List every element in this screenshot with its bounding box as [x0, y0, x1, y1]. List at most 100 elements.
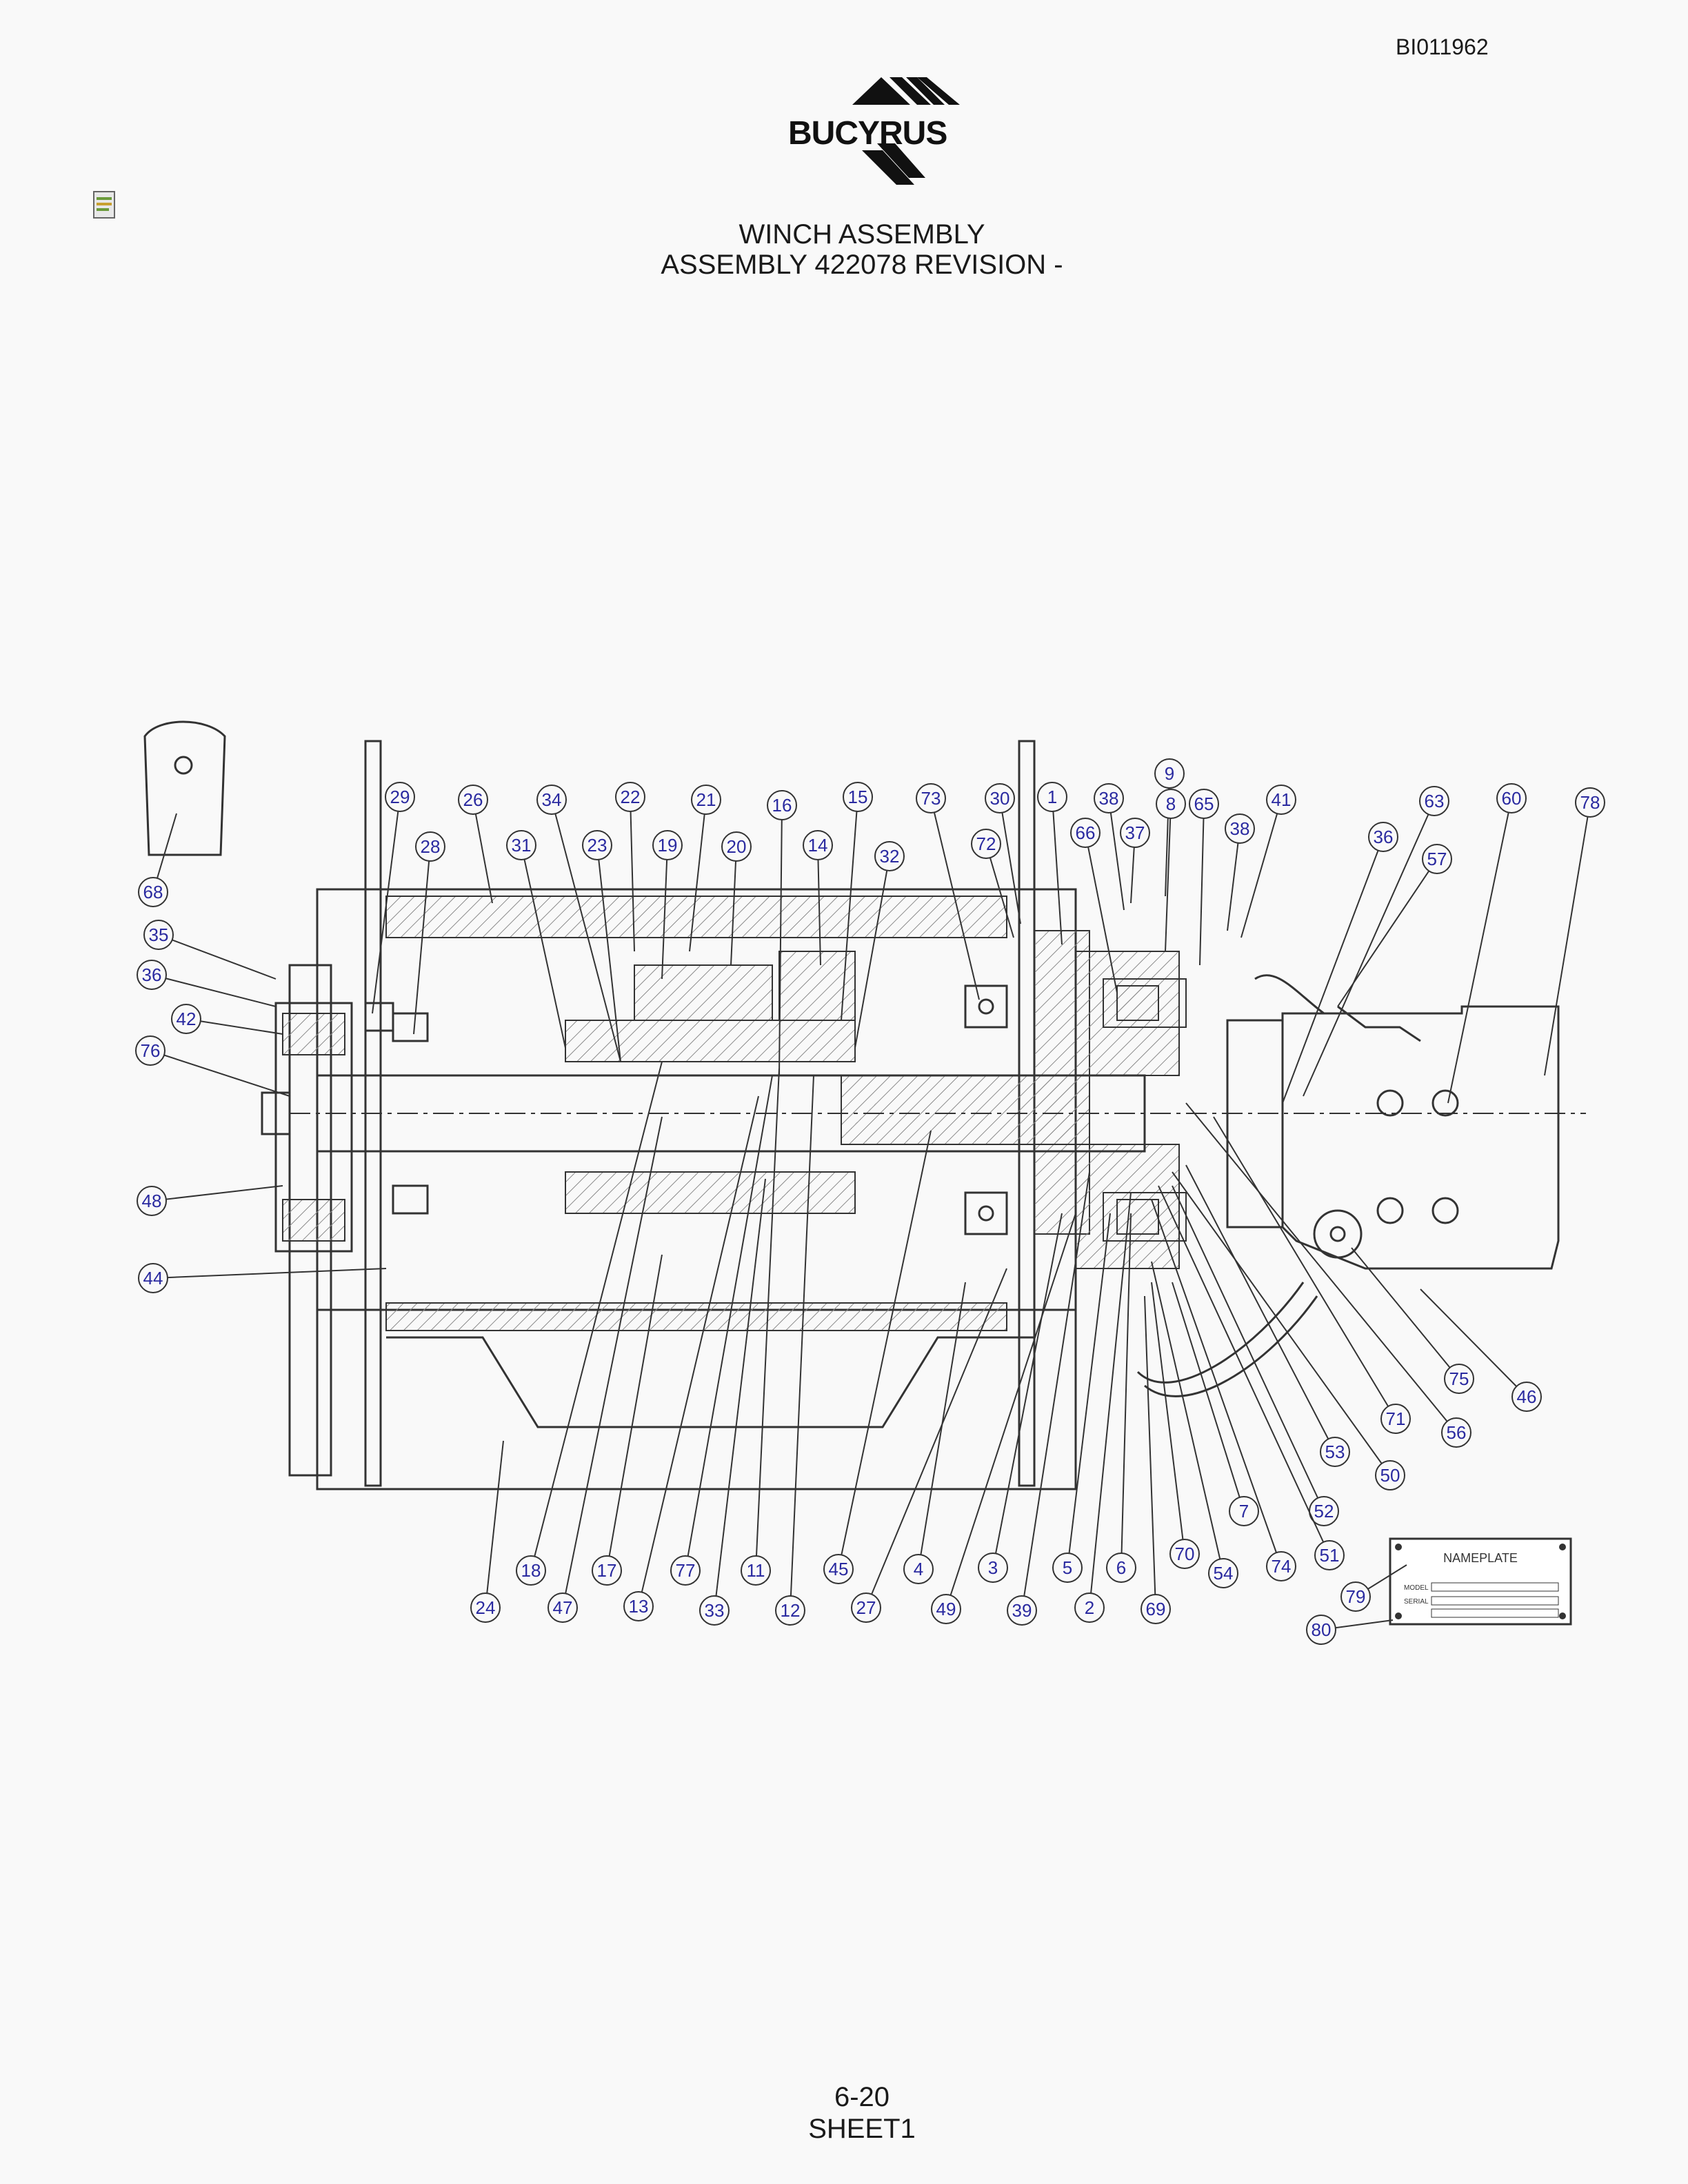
callout-leader [1151, 1261, 1224, 1574]
callout-balloon [803, 830, 833, 860]
callout-number: 24 [476, 1597, 496, 1618]
callout-number: 11 [747, 1560, 765, 1581]
document-icon[interactable] [91, 190, 119, 221]
callout-balloon [1306, 1615, 1336, 1645]
callout-leader [714, 1178, 766, 1611]
callout-leader [1172, 1171, 1391, 1476]
callout-leader [638, 1095, 759, 1607]
callout-number: 15 [848, 787, 868, 807]
callout-leader [1185, 1164, 1336, 1453]
callout-number: 2 [1085, 1597, 1094, 1618]
callout-number: 29 [390, 787, 410, 807]
callout-number: 23 [587, 835, 607, 856]
lifting-lug [143, 720, 226, 856]
nameplate: NAMEPLATE MODEL SERIAL [1389, 1537, 1572, 1626]
callout-number: 1 [1047, 787, 1057, 807]
callout-number: 33 [705, 1600, 725, 1621]
callout-balloon [1422, 844, 1452, 874]
callout-balloon [1156, 789, 1186, 819]
callout-number: 7 [1239, 1501, 1249, 1521]
nameplate-row2: SERIAL [1404, 1598, 1429, 1606]
callout-number: 46 [1517, 1386, 1537, 1407]
callout-leader [185, 1018, 283, 1035]
callout-number: 70 [1175, 1544, 1195, 1564]
callout-number: 6 [1116, 1557, 1126, 1578]
callout-number: 72 [976, 833, 996, 854]
callout-number: 69 [1146, 1599, 1166, 1619]
callout-leader [1213, 1116, 1396, 1419]
callout-number: 39 [1012, 1600, 1032, 1621]
callout-leader [1420, 1288, 1527, 1397]
callout-balloon [1120, 818, 1150, 848]
callout-leader [1199, 803, 1205, 966]
callout-number: 13 [629, 1596, 649, 1617]
callout-leader [1172, 1185, 1325, 1512]
callout-leader [372, 796, 401, 1014]
callout-number: 20 [727, 836, 747, 857]
callout-leader [1337, 858, 1438, 1007]
callout-balloon [1444, 1364, 1474, 1394]
callout-number: 34 [542, 789, 562, 810]
callout-number: 53 [1325, 1442, 1345, 1462]
callout-leader [1351, 1247, 1460, 1379]
drawing-title: WINCH ASSEMBLY [738, 219, 985, 250]
callout-number: 18 [521, 1560, 541, 1581]
callout-number: 52 [1314, 1501, 1334, 1521]
callout-number: 56 [1447, 1422, 1467, 1443]
callout-leader [1185, 1102, 1457, 1433]
hydraulic-motor [1226, 974, 1560, 1270]
callout-leader [685, 1075, 773, 1571]
callout-balloon [1169, 1539, 1200, 1569]
callout-number: 16 [772, 795, 792, 816]
callout-balloon [767, 790, 797, 820]
callout-number: 12 [781, 1600, 801, 1621]
callout-number: 42 [177, 1009, 197, 1029]
callout-leader [1447, 798, 1512, 1104]
callout-leader [1108, 798, 1125, 911]
callout-leader [521, 845, 566, 1049]
callout-balloon [1441, 1417, 1471, 1448]
callout-balloon [1375, 1460, 1405, 1490]
callout-number: 37 [1125, 822, 1145, 843]
callout-balloon [138, 877, 168, 907]
callout-number: 77 [676, 1560, 696, 1581]
callout-number: 48 [142, 1191, 162, 1211]
callout-leader [1067, 1213, 1111, 1568]
callout-number: 66 [1076, 822, 1096, 843]
callout-number: 73 [921, 788, 941, 809]
nameplate-title: NAMEPLATE [1443, 1551, 1518, 1565]
callout-leader [838, 1130, 932, 1570]
callout-balloon [1154, 758, 1185, 789]
callout-balloon [670, 1555, 701, 1586]
callout-balloon [931, 1594, 961, 1624]
callout-balloon [1189, 789, 1219, 819]
callout-number: 78 [1580, 792, 1600, 813]
callout-leader [1158, 1185, 1330, 1556]
callout-leader [485, 1440, 504, 1608]
callout-number: 26 [463, 789, 483, 810]
callout-balloon [775, 1595, 805, 1626]
callout-leader [1052, 796, 1063, 945]
callout-leader [150, 1050, 290, 1097]
callout-balloon [1141, 1594, 1171, 1624]
callout-number: 76 [141, 1040, 161, 1061]
callout-balloon [415, 831, 445, 862]
callout-number: 63 [1425, 791, 1445, 811]
callout-balloon [971, 829, 1001, 859]
callout-leader [551, 799, 621, 1062]
callout-balloon [1496, 783, 1527, 813]
callout-leader [630, 796, 635, 952]
callout-balloon [470, 1593, 501, 1623]
callout-balloon [1070, 818, 1101, 848]
callout-number: 5 [1063, 1557, 1072, 1578]
callout-number: 50 [1380, 1465, 1400, 1486]
callout-number: 36 [142, 964, 162, 985]
callout-leader [596, 845, 621, 1062]
callout-balloon [1225, 813, 1255, 844]
callout-balloon [1314, 1540, 1345, 1570]
callout-leader [992, 1213, 1063, 1568]
callout-number: 28 [421, 836, 441, 857]
callout-number: 54 [1214, 1563, 1234, 1584]
callout-balloon [1266, 785, 1296, 815]
